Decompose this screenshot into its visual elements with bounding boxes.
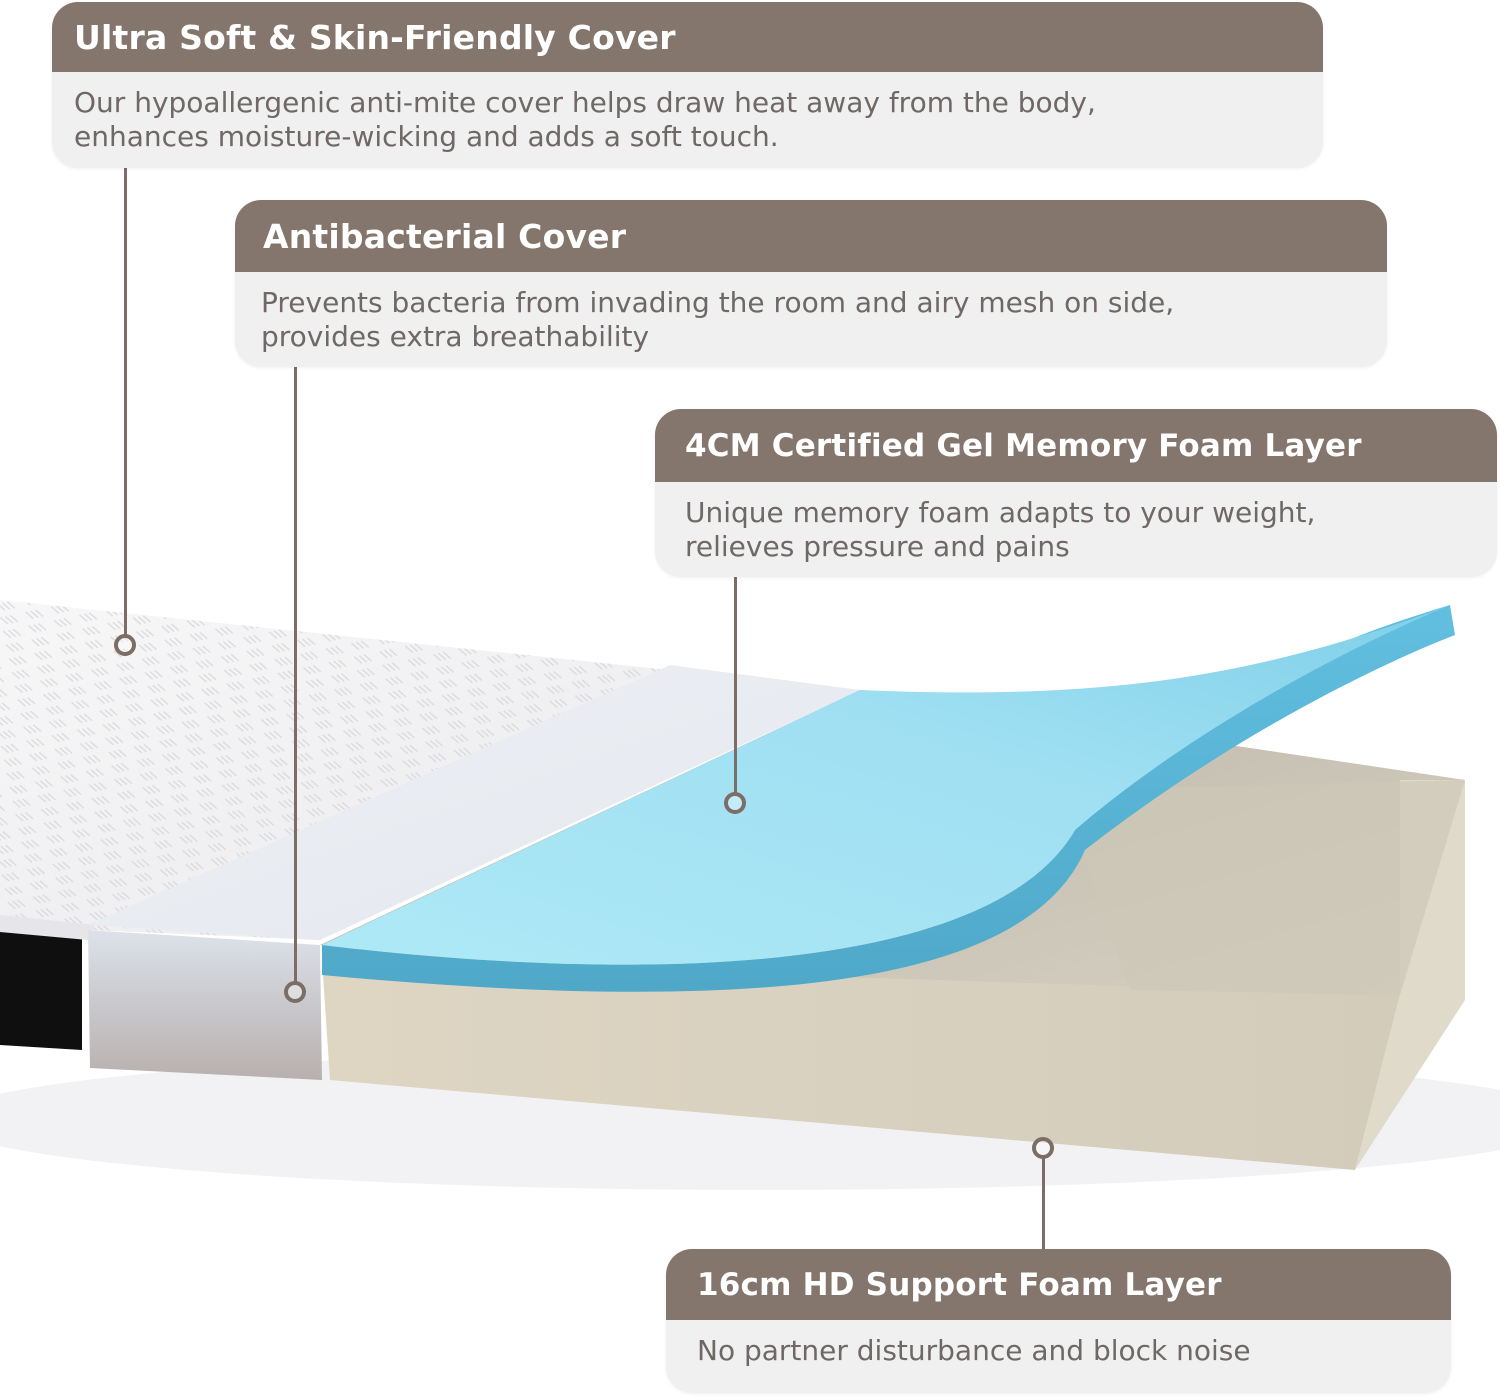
antibacterial-cover-top bbox=[88, 665, 860, 940]
description-line: Unique memory foam adapts to your weight… bbox=[685, 496, 1316, 529]
callout-line-cover bbox=[124, 168, 127, 638]
antibacterial-cover-side bbox=[88, 930, 322, 1080]
callout-description: No partner disturbance and block noise bbox=[666, 1320, 1451, 1368]
callout-card-support-foam: 16cm HD Support Foam Layer No partner di… bbox=[666, 1249, 1451, 1393]
callout-line-antibacterial bbox=[294, 367, 297, 985]
description-line: provides extra breathability bbox=[261, 320, 650, 353]
description-line: Prevents bacteria from invading the room… bbox=[261, 286, 1175, 319]
callout-title: Ultra Soft & Skin-Friendly Cover bbox=[52, 2, 1323, 72]
callout-marker-gel-foam bbox=[724, 792, 746, 814]
callout-description: Unique memory foam adapts to your weight… bbox=[655, 482, 1497, 564]
callout-card-antibacterial: Antibacterial Cover Prevents bacteria fr… bbox=[235, 200, 1387, 367]
description-line: No partner disturbance and block noise bbox=[697, 1334, 1251, 1367]
callout-line-support-foam bbox=[1042, 1155, 1045, 1249]
callout-line-gel-foam bbox=[734, 577, 737, 795]
callout-marker-cover bbox=[114, 634, 136, 656]
callout-title: 16cm HD Support Foam Layer bbox=[666, 1249, 1451, 1320]
callout-description: Prevents bacteria from invading the room… bbox=[235, 272, 1387, 354]
support-foam-front bbox=[322, 960, 1400, 1170]
callout-marker-support-foam bbox=[1032, 1137, 1054, 1159]
description-line: Our hypoallergenic anti-mite cover helps… bbox=[74, 86, 1096, 119]
gel-foam-top bbox=[322, 605, 1450, 965]
description-line: relieves pressure and pains bbox=[685, 530, 1070, 563]
callout-title: Antibacterial Cover bbox=[235, 200, 1387, 272]
callout-marker-antibacterial bbox=[284, 981, 306, 1003]
support-foam-side bbox=[1355, 780, 1465, 1170]
callout-card-cover: Ultra Soft & Skin-Friendly Cover Our hyp… bbox=[52, 2, 1323, 168]
cover-black-side bbox=[0, 930, 82, 1050]
callout-title: 4CM Certified Gel Memory Foam Layer bbox=[655, 409, 1497, 482]
callout-card-gel-foam: 4CM Certified Gel Memory Foam Layer Uniq… bbox=[655, 409, 1497, 577]
callout-description: Our hypoallergenic anti-mite cover helps… bbox=[52, 72, 1323, 154]
description-line: enhances moisture-wicking and adds a sof… bbox=[74, 120, 779, 153]
